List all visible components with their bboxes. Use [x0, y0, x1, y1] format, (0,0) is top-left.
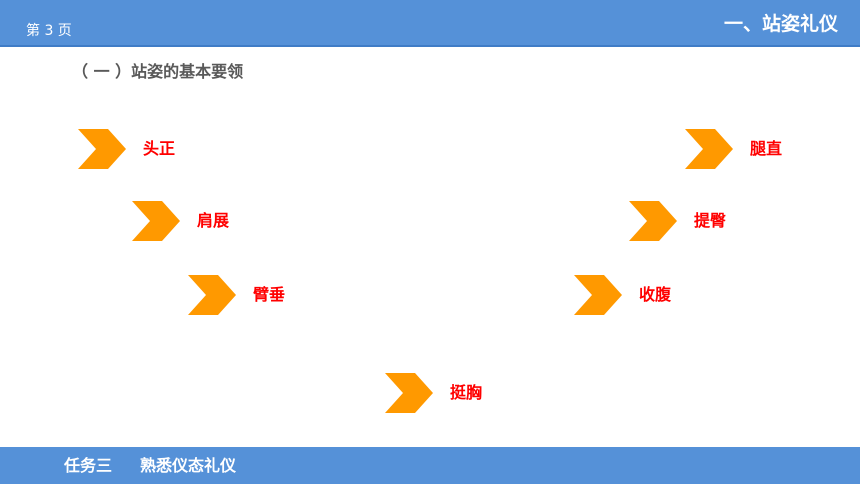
page-number: 第 3 页: [26, 23, 72, 39]
footer-topic: 熟悉仪态礼仪: [140, 456, 237, 475]
point-chest-out: 挺胸: [385, 373, 482, 413]
chevron-right-icon: [78, 129, 126, 169]
point-label: 挺胸: [450, 383, 483, 402]
point-label: 腿直: [750, 139, 783, 158]
chevron-right-icon: [132, 201, 180, 241]
point-label: 提臀: [694, 211, 727, 230]
footer-bar: 任务三 熟悉仪态礼仪: [0, 447, 860, 484]
chevron-right-icon: [385, 373, 433, 413]
point-hips-lifted: 提臀: [629, 201, 726, 241]
point-label: 肩展: [197, 211, 230, 230]
section-title: 一、站姿礼仪: [723, 13, 838, 35]
point-label: 头正: [143, 139, 176, 158]
header-bar: 第 3 页 一、站姿礼仪: [0, 0, 860, 47]
point-arms-down: 臂垂: [188, 275, 285, 315]
point-abdomen-in: 收腹: [574, 275, 671, 315]
point-head-upright: 头正: [78, 129, 175, 169]
point-label: 臂垂: [253, 285, 286, 304]
footer-task: 任务三: [64, 456, 113, 475]
chevron-right-icon: [188, 275, 236, 315]
point-label: 收腹: [639, 285, 672, 304]
chevron-right-icon: [629, 201, 677, 241]
chevron-right-icon: [685, 129, 733, 169]
subheading: （ 一 ）站姿的基本要领: [72, 62, 244, 81]
point-legs-straight: 腿直: [685, 129, 782, 169]
chevron-right-icon: [574, 275, 622, 315]
point-shoulders-open: 肩展: [132, 201, 229, 241]
